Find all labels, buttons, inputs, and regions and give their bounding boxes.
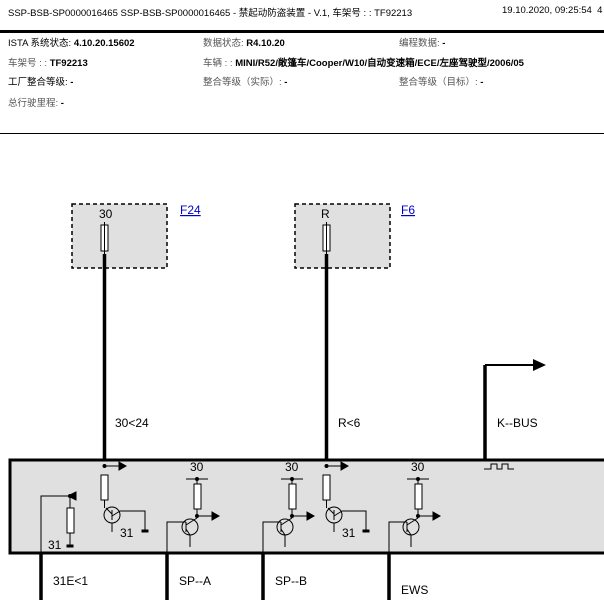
actual-integration-level: 整合等级（实际）: - (203, 77, 288, 88)
pin-30-label: 30 (190, 460, 204, 474)
datetime: 19.10.2020, 09:25:54 (502, 5, 592, 16)
wire-label: 31E<1 (53, 574, 88, 588)
fuse-pin-label: R (321, 207, 330, 221)
wire-label: 30<24 (115, 416, 149, 430)
signal-pulse-icon (484, 463, 514, 470)
vehicle: 车辆 : : MINI/R52/敞篷车/Cooper/W10/自动变速箱/ECE… (203, 58, 524, 69)
pin-30-label: 30 (285, 460, 299, 474)
output-stage-sp-b (262, 477, 316, 553)
page-number: 4 (597, 5, 603, 16)
fuse-link-f6[interactable]: F6 (401, 203, 415, 217)
vin: 车架号 : : TF92213 (8, 58, 88, 69)
output-stage-ews (388, 477, 442, 553)
ground-label: 31 (120, 526, 134, 540)
wire-label: K--BUS (497, 416, 538, 430)
transistor-stage (100, 461, 149, 533)
data-status: 数据状态: R4.10.20 (203, 38, 285, 49)
document-datetime: 19.10.2020, 09:25:54 4 (502, 5, 602, 16)
document-title: SSP-BSB-SP0000016465 SSP-BSB-SP000001646… (8, 8, 413, 19)
output-stage-sp-a (166, 477, 221, 553)
ground-label: 31 (48, 538, 62, 552)
factory-integration-level: 工厂整合等级: - (8, 77, 74, 88)
target-integration-level: 整合等级（目标）: - (399, 77, 484, 88)
pin-30-label: 30 (411, 460, 425, 474)
fuse-f24: 30 (71, 203, 168, 269)
header-divider (0, 30, 604, 33)
arrow-right-icon (533, 359, 546, 371)
wire-label: SP--A (179, 574, 211, 588)
info-divider (0, 133, 604, 134)
fuse-pin-label: 30 (99, 207, 113, 221)
wire-label: SP--B (275, 574, 307, 588)
ground-label: 31 (342, 526, 356, 540)
total-mileage: 总行驶里程: - (8, 98, 64, 109)
control-module (8, 458, 604, 555)
wire-label: R<6 (338, 416, 361, 430)
fuse-f6: R (294, 203, 391, 269)
wire-label: EWS (401, 583, 428, 597)
transistor-stage (322, 461, 370, 533)
programming-data: 编程数据: - (399, 38, 446, 49)
input-resistor (40, 491, 77, 553)
ista-status: ISTA 系统状态: 4.10.20.15602 (8, 38, 135, 49)
fuse-link-f24[interactable]: F24 (180, 203, 201, 217)
